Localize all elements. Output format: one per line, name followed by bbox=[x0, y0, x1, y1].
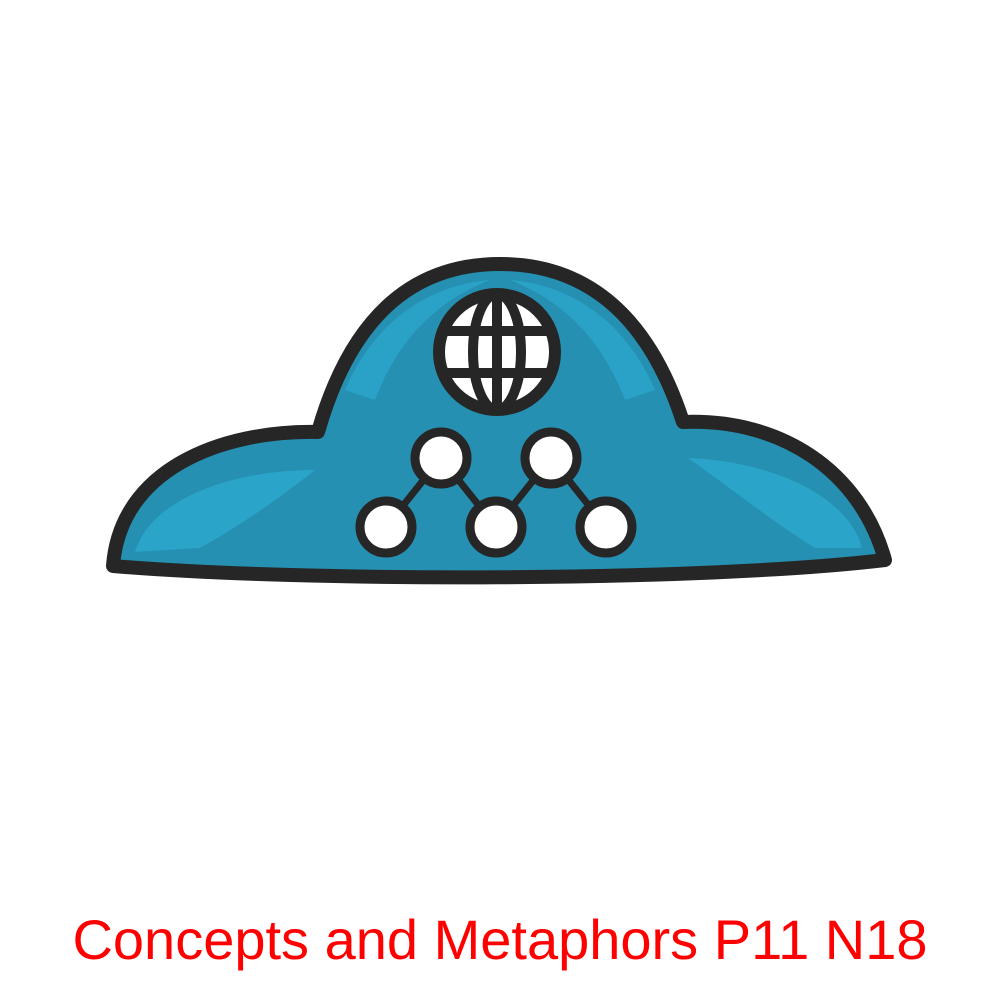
cloud-highlight-left bbox=[135, 470, 315, 552]
network-node bbox=[520, 427, 582, 489]
caption-text: Concepts and Metaphors P11 N18 bbox=[72, 908, 928, 971]
network-node bbox=[465, 496, 527, 558]
cloud-highlight-top-left bbox=[345, 280, 490, 400]
cloud-highlight-right bbox=[688, 458, 862, 548]
network-node bbox=[355, 496, 417, 558]
network-node bbox=[575, 496, 637, 558]
network-node bbox=[410, 427, 472, 489]
cloud-highlight-top-right bbox=[510, 280, 655, 400]
globe-icon bbox=[433, 288, 561, 416]
network-nodes bbox=[355, 427, 637, 558]
cloud-shape bbox=[106, 257, 892, 585]
